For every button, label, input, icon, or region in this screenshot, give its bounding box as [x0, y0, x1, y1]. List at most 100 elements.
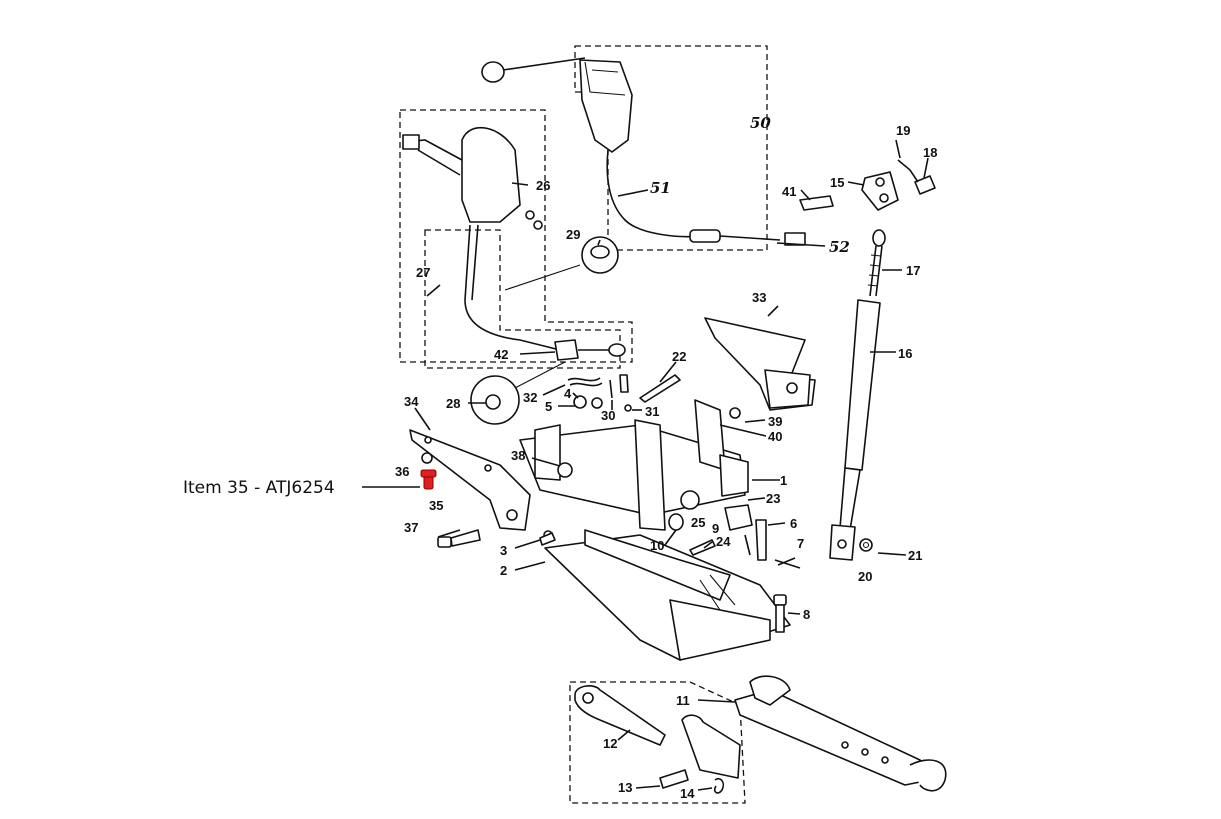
- label-22: 22: [672, 349, 686, 364]
- highlighted-part-35: [420, 469, 437, 490]
- bolts: [437, 529, 556, 548]
- label-1: 1: [780, 473, 787, 488]
- label-12: 12: [603, 736, 617, 751]
- leader-38: [531, 457, 561, 467]
- control-unit-26: [402, 126, 626, 361]
- leader-51: [617, 189, 649, 197]
- detail-callouts: [470, 236, 619, 425]
- nut-20: [859, 538, 873, 552]
- label-10: 10: [650, 538, 664, 553]
- link-end-14-bracket: [681, 714, 741, 779]
- label-7: 7: [797, 536, 804, 551]
- label-34: 34: [404, 394, 419, 409]
- item-caption: Item 35 - ATJ6254: [183, 478, 335, 498]
- label-25: 25: [691, 515, 705, 530]
- pin-41: [799, 195, 834, 211]
- leader-13: [635, 785, 661, 789]
- leader-19: [895, 139, 901, 159]
- spring-25: [680, 490, 700, 510]
- label-20: 20: [858, 569, 872, 584]
- lower-link-11: [734, 689, 931, 786]
- lever-knob: [481, 61, 505, 83]
- label-16: 16: [898, 346, 912, 361]
- label-50: 50: [750, 114, 771, 132]
- part-10: [668, 513, 684, 531]
- label-52: 52: [829, 238, 850, 256]
- clip-7: [774, 557, 801, 569]
- label-42: 42: [494, 347, 508, 362]
- group-box-12: [569, 681, 746, 804]
- label-23: 23: [766, 491, 780, 506]
- leader-27: [426, 284, 441, 297]
- pin-22: [639, 374, 681, 403]
- lever-housing: [579, 59, 633, 153]
- leader-22: [659, 361, 677, 383]
- link-12: [574, 685, 666, 746]
- label-41: 41: [782, 184, 796, 199]
- link-15: [861, 171, 899, 211]
- label-17: 17: [906, 263, 920, 278]
- upper-link-16: [799, 159, 936, 561]
- leader-34: [414, 407, 431, 431]
- pins-and-bolts: [668, 504, 801, 633]
- label-38: 38: [511, 448, 525, 463]
- bracket-34: [409, 429, 531, 531]
- label-27: 27: [416, 265, 430, 280]
- base-plate-2: [544, 529, 791, 661]
- label-36: 36: [395, 464, 409, 479]
- label-40: 40: [768, 429, 782, 444]
- leader-42: [519, 351, 556, 355]
- spring-32: [567, 377, 601, 382]
- label-51: 51: [650, 179, 671, 197]
- leader-12: [617, 729, 631, 741]
- clip-19: [897, 159, 919, 183]
- label-31: 31: [645, 404, 659, 419]
- control-housing: [461, 126, 521, 223]
- label-13: 13: [618, 780, 632, 795]
- group-box-27: [424, 229, 621, 369]
- label-37: 37: [404, 520, 418, 535]
- label-29: 29: [566, 227, 580, 242]
- bolt-37: [450, 529, 481, 547]
- leader-32: [542, 384, 566, 396]
- label-30: 30: [601, 408, 615, 423]
- leader-14: [697, 787, 713, 791]
- label-2: 2: [500, 563, 507, 578]
- leader-9: [703, 541, 713, 549]
- label-26: 26: [536, 178, 550, 193]
- group-box-26: [399, 109, 633, 363]
- label-19: 19: [896, 123, 910, 138]
- washer-4: [573, 395, 587, 409]
- pin-30: [619, 374, 629, 393]
- label-8: 8: [803, 607, 810, 622]
- label-18: 18: [923, 145, 937, 160]
- leader-8: [787, 612, 801, 615]
- leader-3: [514, 539, 541, 549]
- eye-17: [872, 229, 886, 247]
- leader-15: [847, 181, 865, 186]
- label-32: 32: [523, 390, 537, 405]
- cable-ferrule: [689, 229, 721, 243]
- leader-23: [747, 497, 766, 501]
- bushing-38: [557, 462, 573, 478]
- leader-52: [776, 242, 826, 247]
- control-lever-end: [402, 134, 420, 150]
- leader-33: [767, 305, 779, 317]
- tube-16: [844, 299, 881, 471]
- leader-21: [877, 552, 907, 556]
- label-15: 15: [830, 175, 844, 190]
- leader-26: [511, 182, 529, 186]
- pin-24: [744, 534, 751, 556]
- label-4: 4: [564, 386, 572, 401]
- leader-6: [767, 522, 786, 526]
- washer-36: [421, 452, 433, 464]
- label-11: 11: [676, 693, 690, 708]
- leader-18: [923, 157, 929, 179]
- label-5: 5: [545, 399, 552, 414]
- leader-37: [437, 529, 461, 538]
- leader-lines: [362, 139, 929, 791]
- leader-10: [664, 529, 677, 546]
- main-frame-1: [519, 399, 749, 531]
- lower-links: [574, 675, 947, 794]
